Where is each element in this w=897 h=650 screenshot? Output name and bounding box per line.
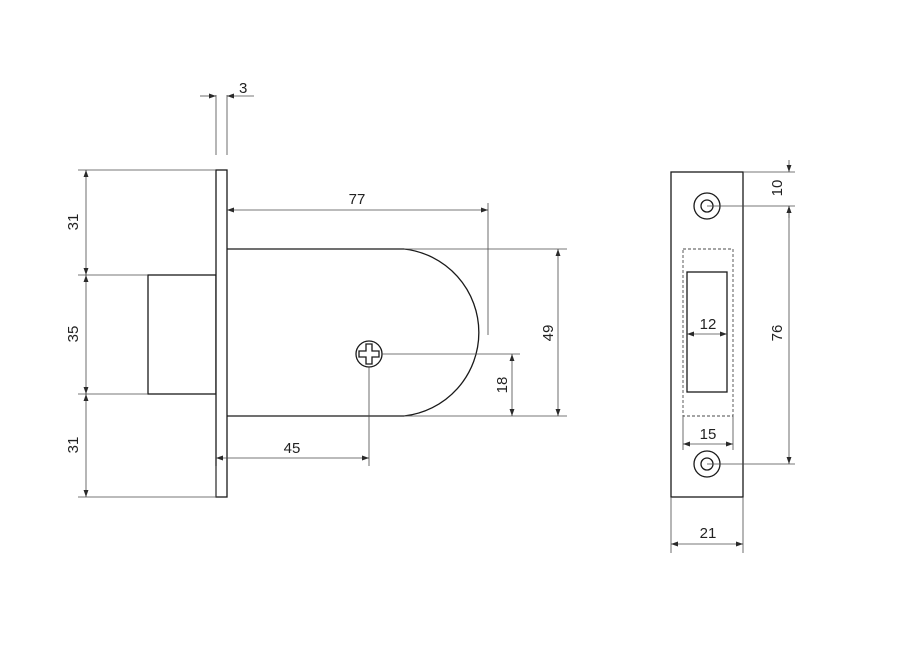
bolt xyxy=(147,274,217,395)
lock-side-view: 3 31 35 31 77 49 18 45 xyxy=(65,80,567,498)
screw xyxy=(355,340,383,368)
strike-recess xyxy=(682,248,734,417)
dim-body-length: 77 xyxy=(349,191,366,208)
screw-head xyxy=(355,340,383,368)
dim-plate-thickness: 3 xyxy=(239,80,247,97)
cross-recess-icon xyxy=(358,343,380,365)
dim-bolt-height: 35 xyxy=(65,326,82,343)
lock-body xyxy=(227,248,480,417)
dim-screw-offset: 18 xyxy=(494,377,511,394)
strike-plate xyxy=(670,171,744,498)
dim-strike-recess-width: 15 xyxy=(700,426,717,443)
strike-plate-view: 10 76 12 15 21 xyxy=(670,160,795,553)
dim-strike-opening-width: 12 xyxy=(700,316,717,333)
dim-strike-hole-spacing: 76 xyxy=(769,325,786,342)
dim-upper-offset: 31 xyxy=(65,214,82,231)
face-plate xyxy=(215,169,228,498)
dim-strike-hole-offset: 10 xyxy=(769,180,786,197)
dim-strike-plate-width: 21 xyxy=(700,525,717,542)
dim-body-height: 49 xyxy=(540,325,557,342)
dim-lower-offset: 31 xyxy=(65,437,82,454)
dim-backset: 45 xyxy=(284,440,301,457)
